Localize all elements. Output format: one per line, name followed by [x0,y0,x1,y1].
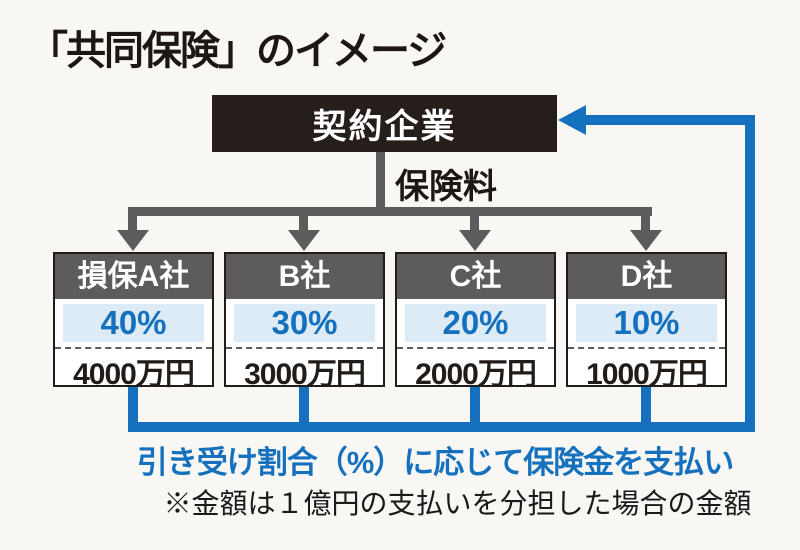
down-arrow-icon [459,230,491,251]
share-percentage: 30% [234,304,375,342]
company-box-b: B社 30% 3000万円 [224,252,385,391]
company-name: 損保A社 [55,254,212,299]
down-arrow-icon [630,230,662,251]
company-name: C社 [397,254,554,299]
payout-amount: 4000万円 [55,347,212,393]
down-arrow-stem [470,207,479,232]
share-section: 30% [226,299,383,347]
payout-line-c [470,387,480,432]
diagram-title: 「共同保険」のイメージ [28,29,447,73]
share-section: 10% [568,299,725,347]
payout-line-b [299,387,309,432]
down-arrow-icon [117,230,149,251]
down-arrow-stem [299,207,308,232]
company-name: D社 [568,254,725,299]
distribution-line [128,207,652,216]
share-percentage: 40% [63,304,204,342]
payout-line-d [641,387,651,432]
payout-bottom-line [128,422,755,432]
payout-amount: 1000万円 [568,347,725,393]
down-arrow-stem [641,207,650,232]
left-arrow-icon [558,105,586,135]
payout-amount: 3000万円 [226,347,383,393]
share-section: 40% [55,299,212,347]
share-percentage: 20% [405,304,546,342]
company-name: B社 [226,254,383,299]
premium-label: 保険料 [395,168,497,206]
company-box-d: D社 10% 1000万円 [566,252,727,391]
down-arrow-icon [288,230,320,251]
footnote: ※金額は１億円の支払いを分担した場合の金額 [163,489,752,520]
company-box-a: 損保A社 40% 4000万円 [53,252,214,391]
contract-company-box: 契約企業 [212,95,557,152]
premium-flow-line [376,152,385,212]
share-section: 20% [397,299,554,347]
contract-company-label: 契約企業 [312,108,457,146]
payout-right-line [745,115,755,432]
payout-caption: 引き受け割合（%）に応じて保険金を支払い [136,445,735,480]
down-arrow-stem [128,207,137,232]
company-box-c: C社 20% 2000万円 [395,252,556,391]
payout-return-line [584,115,745,125]
payout-amount: 2000万円 [397,347,554,393]
share-percentage: 10% [576,304,717,342]
payout-line-a [128,387,138,432]
